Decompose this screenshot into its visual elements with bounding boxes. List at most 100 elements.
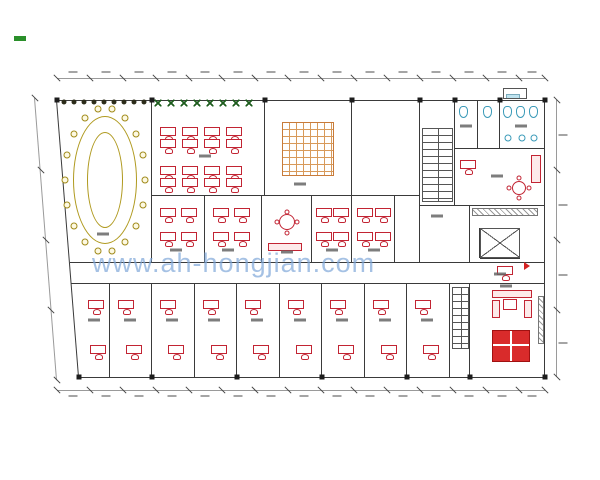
room-label — [368, 248, 380, 252]
column — [542, 374, 548, 380]
conference-chair — [139, 201, 147, 209]
desk — [375, 208, 391, 223]
desk — [160, 300, 176, 315]
dimension-text — [365, 395, 375, 397]
dimension-text — [200, 395, 210, 397]
room-label — [515, 124, 527, 128]
conference-chair — [132, 222, 140, 230]
toilet — [503, 106, 512, 118]
dimension-text — [527, 395, 537, 397]
wall — [204, 195, 205, 262]
sink — [504, 134, 512, 142]
wall — [57, 100, 545, 101]
dimension-text — [365, 71, 375, 73]
room-label — [222, 248, 234, 252]
toilet — [516, 106, 525, 118]
column — [404, 374, 410, 380]
desk — [204, 139, 220, 154]
desk — [226, 139, 242, 154]
dimension-line — [57, 78, 545, 79]
chair — [516, 195, 522, 201]
dimension-text — [332, 395, 342, 397]
plant — [232, 99, 240, 107]
desk — [160, 139, 176, 154]
desk — [182, 127, 198, 142]
dimension-text — [101, 71, 111, 73]
column — [319, 374, 325, 380]
column — [54, 97, 60, 103]
desk — [168, 345, 184, 360]
dimension-text — [299, 71, 309, 73]
wall — [364, 283, 365, 377]
room-label — [294, 318, 306, 322]
dimension-text — [233, 71, 243, 73]
column — [149, 374, 155, 380]
rooftop-unit — [503, 88, 527, 99]
plant — [180, 99, 188, 107]
wall — [109, 283, 110, 377]
wall — [279, 283, 280, 377]
floor-grid — [282, 122, 334, 176]
sink — [518, 134, 526, 142]
dimension-text — [299, 395, 309, 397]
dimension-text — [464, 71, 474, 73]
dimension-text — [527, 71, 537, 73]
wall — [56, 100, 79, 378]
dimension-tick — [37, 166, 45, 174]
desk — [226, 166, 242, 181]
dimension-text — [398, 395, 408, 397]
coffee-table — [503, 299, 517, 310]
conference-chair — [94, 105, 102, 113]
wall — [71, 283, 545, 284]
desk — [182, 139, 198, 154]
wall — [477, 100, 478, 148]
desk — [333, 208, 349, 223]
room-label — [97, 232, 109, 236]
plant — [141, 99, 147, 105]
conference-table — [87, 132, 123, 228]
conference-chair — [132, 130, 140, 138]
desk — [203, 300, 219, 315]
column — [234, 374, 240, 380]
round-table — [279, 214, 295, 230]
column — [452, 97, 458, 103]
room-label — [494, 272, 506, 276]
dimension-text — [101, 395, 111, 397]
corner-mark — [14, 36, 26, 41]
wall — [544, 100, 545, 377]
desk — [316, 232, 332, 247]
desk — [460, 160, 476, 175]
wall — [261, 195, 262, 262]
round-table — [512, 181, 526, 195]
room-label — [281, 250, 293, 254]
room-label — [88, 318, 100, 322]
column — [349, 97, 355, 103]
room-label — [124, 318, 136, 322]
desk — [330, 300, 346, 315]
toilet — [529, 106, 538, 118]
wall — [406, 283, 407, 377]
room-label — [460, 124, 472, 128]
plant — [167, 99, 175, 107]
dimension-text — [497, 395, 507, 397]
conference-chair — [70, 222, 78, 230]
conference-chair — [141, 176, 149, 184]
desk — [181, 232, 197, 247]
desk — [288, 300, 304, 315]
desk — [126, 345, 142, 360]
dimension-text — [266, 71, 276, 73]
room-label — [208, 318, 220, 322]
plant — [91, 99, 97, 105]
desk — [253, 345, 269, 360]
dimension-text — [558, 134, 568, 136]
wall — [455, 148, 545, 149]
desk — [357, 208, 373, 223]
wall — [351, 100, 352, 195]
wall — [151, 100, 152, 262]
desk — [423, 345, 439, 360]
chair — [294, 219, 300, 225]
chair — [284, 209, 290, 215]
desk — [160, 178, 176, 193]
conference-chair — [121, 238, 129, 246]
